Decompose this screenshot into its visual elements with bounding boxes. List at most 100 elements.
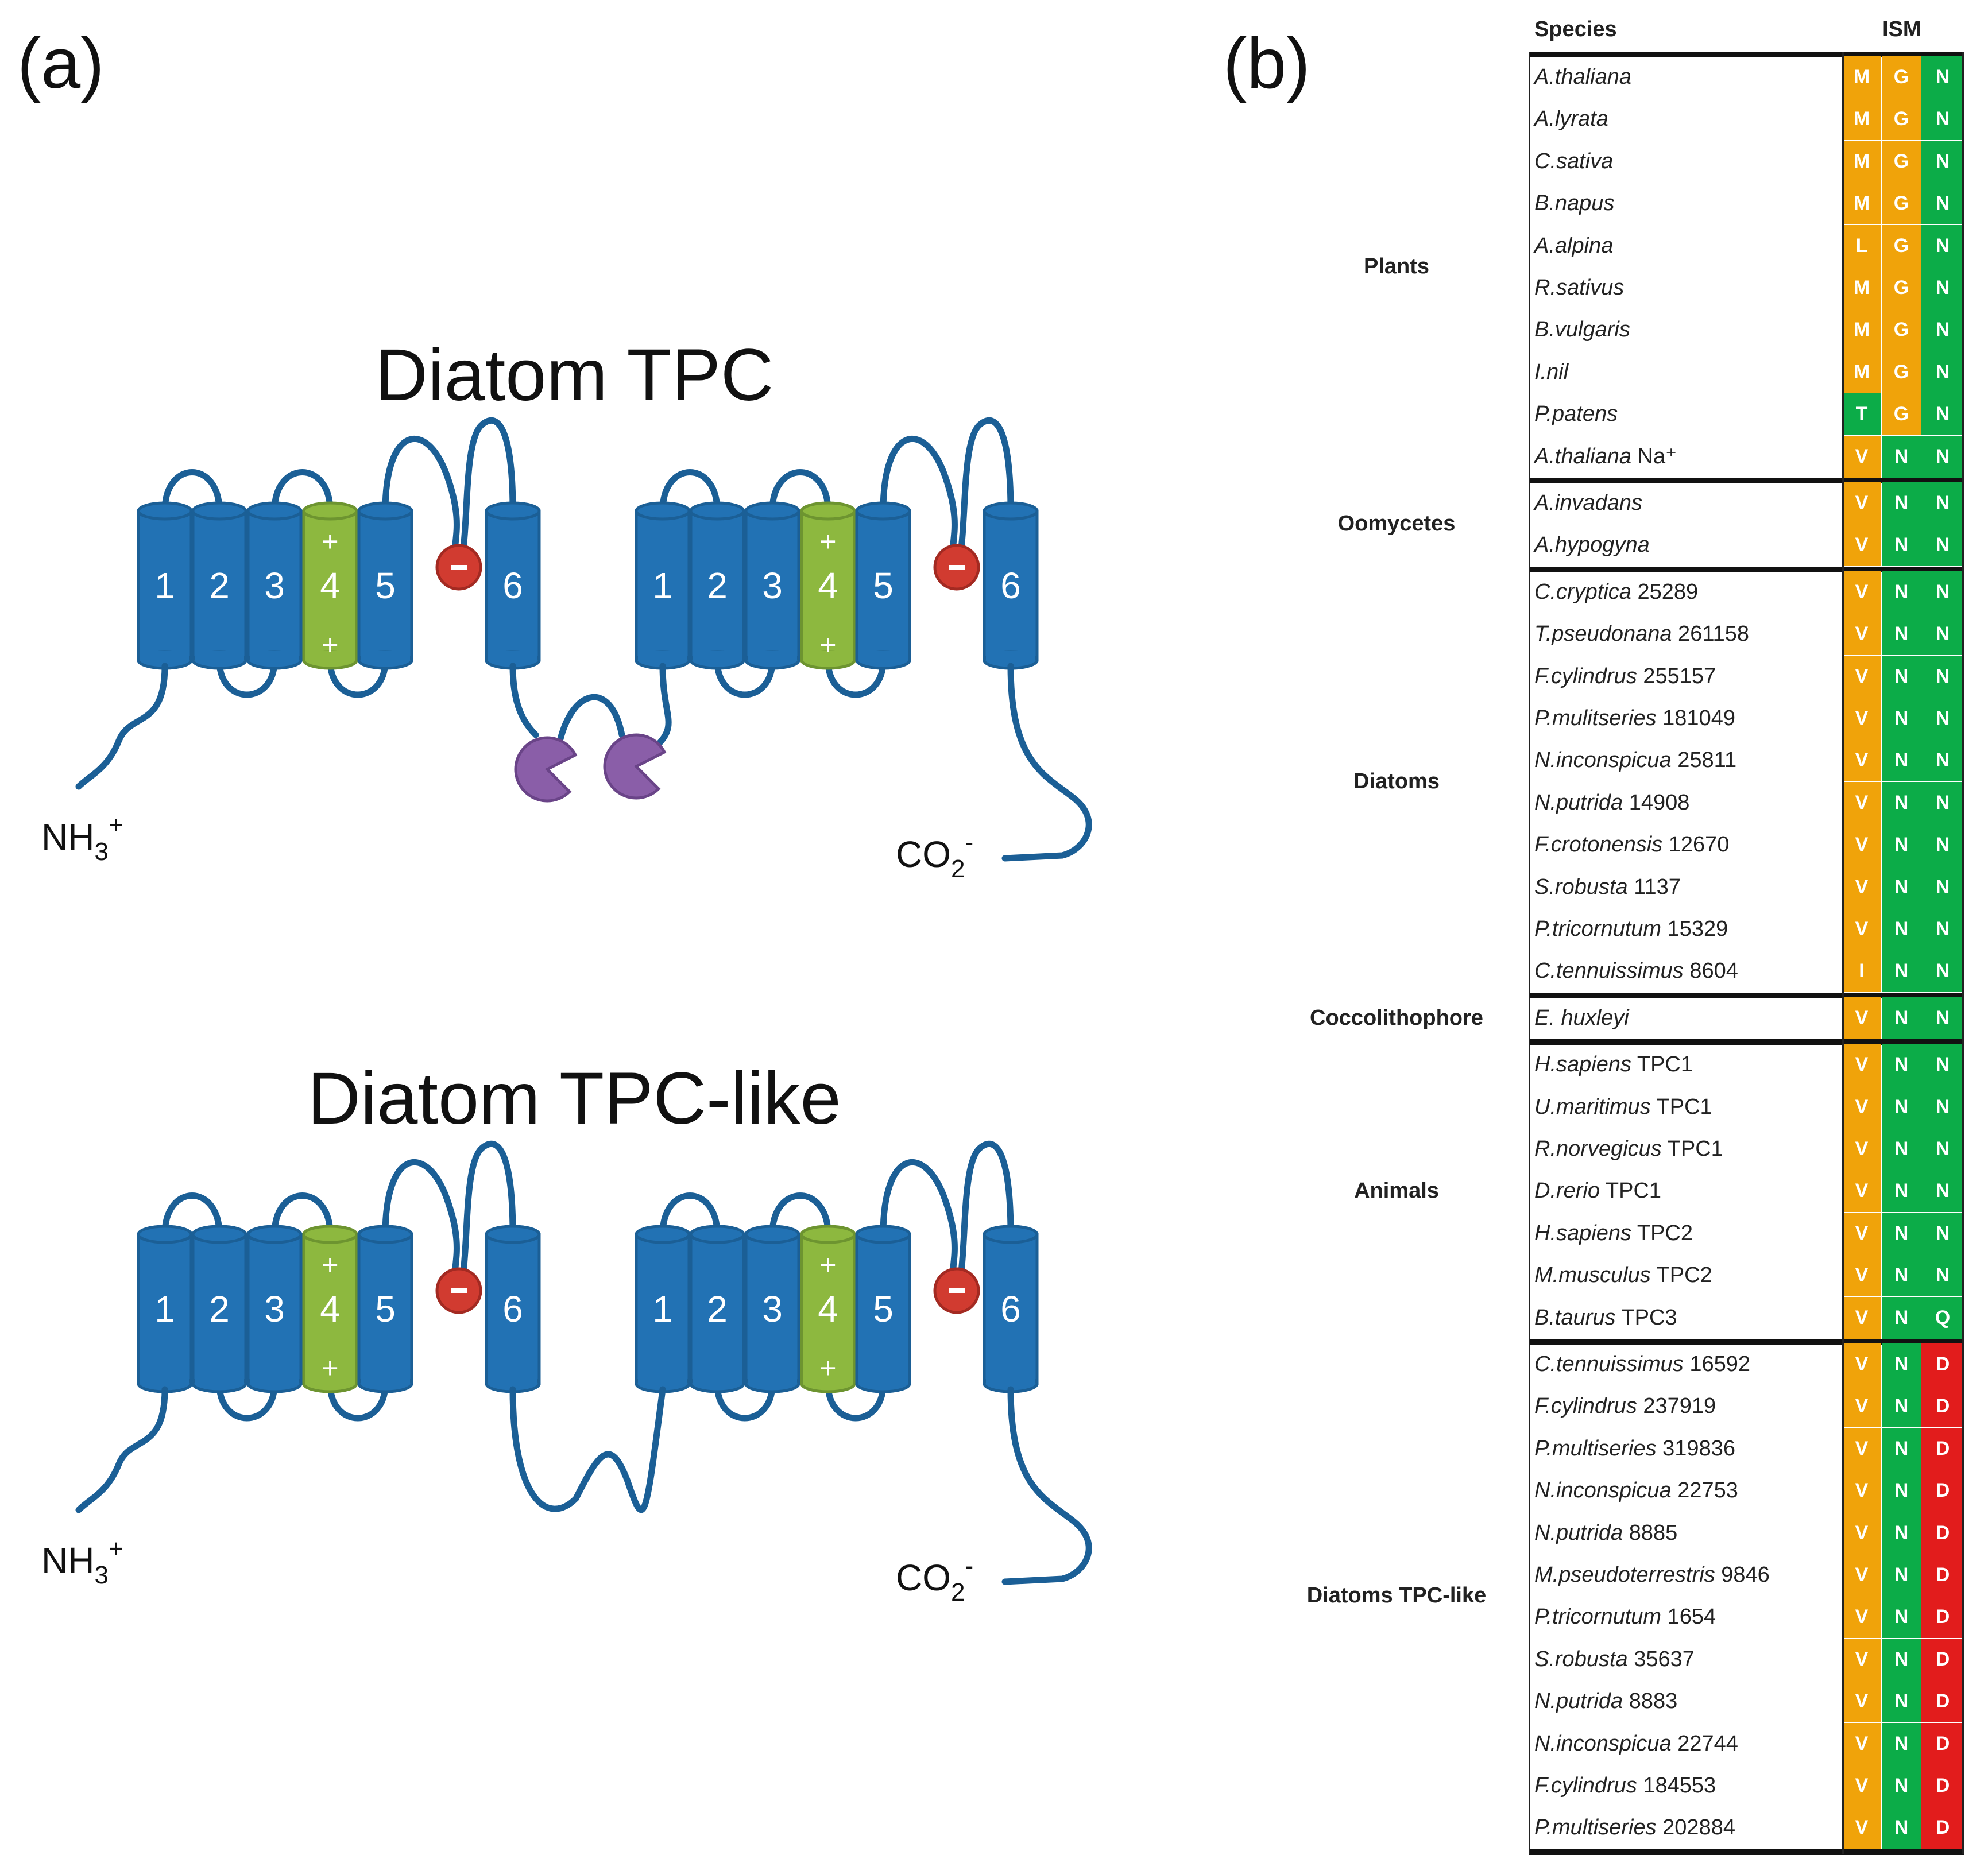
tpc-like-r2-helix-1	[635, 1225, 691, 1393]
tpc-r1-helix-label-2: 2	[209, 565, 230, 606]
tpc-pore-loop-out	[455, 417, 516, 571]
species-name: I.nil	[1534, 351, 1568, 393]
species-binomial: A.alpina	[1534, 233, 1614, 258]
species-binomial: S.robusta	[1534, 1647, 1628, 1671]
tpc-r2-helix-4	[800, 501, 856, 670]
species-suffix: 25289	[1631, 579, 1699, 604]
ism-residue-cell: N	[1882, 1385, 1921, 1428]
species-binomial: F.cylindrus	[1534, 1773, 1637, 1798]
species-binomial: A.lyrata	[1534, 107, 1608, 131]
ism-residue-cell: V	[1842, 1765, 1881, 1807]
ism-residue-cell: N	[1921, 1044, 1964, 1086]
species-name: U.maritimus TPC1	[1534, 1086, 1712, 1128]
ism-residue-cell: M	[1842, 309, 1881, 351]
tpc-like-r1-helix-label-5: 5	[375, 1288, 396, 1330]
group-label: Plants	[1363, 254, 1430, 278]
ism-residue-cell: M	[1842, 98, 1881, 141]
tpc-loop-3-4	[769, 469, 831, 514]
species-name: P.tricornutum 15329	[1534, 908, 1728, 950]
species-suffix: 25811	[1671, 748, 1737, 773]
species-suffix: TPC1	[1600, 1179, 1662, 1203]
tpc-like-r1-helix-label-1: 1	[154, 1288, 175, 1330]
species-name: R.norvegicus TPC1	[1534, 1128, 1723, 1170]
species-name: P.multiseries 202884	[1534, 1807, 1735, 1849]
ism-residue-cell: D	[1921, 1680, 1964, 1723]
species-name: S.robusta 1137	[1534, 866, 1681, 908]
species-binomial: M.pseudoterrestris	[1534, 1563, 1715, 1587]
table-border	[1962, 52, 1964, 1854]
ism-residue-cell: G	[1882, 140, 1921, 183]
ism-residue-cell: V	[1842, 1680, 1881, 1723]
tpc-like-r2-helix-label-3: 3	[762, 1288, 783, 1330]
ism-residue-cell: N	[1921, 56, 1964, 98]
ism-residue-cell: D	[1921, 1427, 1964, 1470]
ism-residue-cell: V	[1842, 1296, 1881, 1339]
tpc-r2-helix-3	[744, 501, 800, 670]
ism-residue-cell: N	[1921, 824, 1964, 866]
tpc-like-linker	[509, 1386, 666, 1513]
species-name: F.cylindrus 237919	[1534, 1385, 1716, 1427]
tpc-like-r2-helix-6	[983, 1225, 1039, 1393]
species-name: P.mulitseries 181049	[1534, 698, 1735, 739]
ism-residue-cell: N	[1921, 950, 1964, 993]
group-label: Diatoms TPC-like	[1306, 1583, 1487, 1608]
tpc-like-n-terminus-tail	[75, 1386, 168, 1513]
ism-residue-cell: N	[1921, 1254, 1964, 1297]
ism-residue-cell: V	[1842, 781, 1881, 824]
tpc-like-pore-loop-in	[880, 1159, 960, 1294]
ism-residue-cell: V	[1842, 571, 1881, 613]
ism-residue-cell: V	[1842, 1638, 1881, 1680]
tpc-loop-1-2	[659, 469, 721, 514]
tpc-like-loop-3-4	[271, 1192, 334, 1238]
species-name: E. huxleyi	[1534, 997, 1629, 1039]
species-suffix: TPC1	[1650, 1094, 1712, 1119]
ism-residue-cell: N	[1882, 571, 1921, 613]
species-binomial: C.tennuissimus	[1534, 1352, 1684, 1376]
ism-residue-cell: V	[1842, 1512, 1881, 1554]
tpc-r1-helix-2	[191, 501, 247, 670]
tpc-like-r1-helix-6	[485, 1225, 541, 1393]
ism-residue-cell: V	[1842, 866, 1881, 908]
species-suffix: 1137	[1627, 874, 1681, 899]
ism-residue-cell: N	[1921, 613, 1964, 656]
species-name: A.hypogyna	[1534, 524, 1650, 566]
tpc-r2-helix-label-5: 5	[873, 565, 894, 606]
ism-residue-cell: D	[1921, 1385, 1964, 1428]
ism-residue-cell: N	[1921, 482, 1964, 524]
tpc-like-r2-helix-3	[744, 1225, 800, 1393]
ism-residue-cell: V	[1842, 1086, 1881, 1128]
species-suffix: 184553	[1637, 1773, 1716, 1798]
group-label: Oomycetes	[1337, 512, 1456, 536]
tpc-pore-loop-out	[953, 417, 1014, 571]
species-suffix: 1654	[1661, 1605, 1716, 1629]
species-suffix: 9846	[1715, 1563, 1770, 1587]
tpc-c-terminus-tail	[1001, 663, 1092, 862]
ism-residue-cell: N	[1882, 1680, 1921, 1723]
tpc-like-c-terminus-label: CO2-	[896, 1552, 973, 1606]
ism-residue-cell: N	[1882, 950, 1921, 993]
ism-residue-cell: G	[1882, 351, 1921, 393]
species-name: C.tennuissimus 8604	[1534, 950, 1738, 992]
species-suffix: 16592	[1683, 1352, 1750, 1376]
species-binomial: T.pseudonana	[1534, 622, 1672, 646]
species-binomial: P.multiseries	[1534, 1815, 1657, 1840]
species-name: R.sativus	[1534, 267, 1624, 309]
tpc-like-r1-helix-3	[246, 1225, 303, 1393]
ism-residue-cell: V	[1842, 482, 1881, 524]
species-binomial: N.inconspicua	[1534, 1731, 1672, 1756]
ism-residue-cell: N	[1882, 1765, 1921, 1807]
tpc-like-n-terminus-label: NH3+	[41, 1535, 123, 1589]
ism-residue-cell: N	[1882, 1212, 1921, 1254]
tpc-loop-4-5	[327, 657, 389, 698]
tpc-like-r1-helix-5	[357, 1225, 413, 1393]
species-name: A.thaliana	[1534, 56, 1631, 98]
tpc-pore-loop-in	[382, 435, 462, 571]
ism-residue-cell: N	[1921, 997, 1964, 1039]
